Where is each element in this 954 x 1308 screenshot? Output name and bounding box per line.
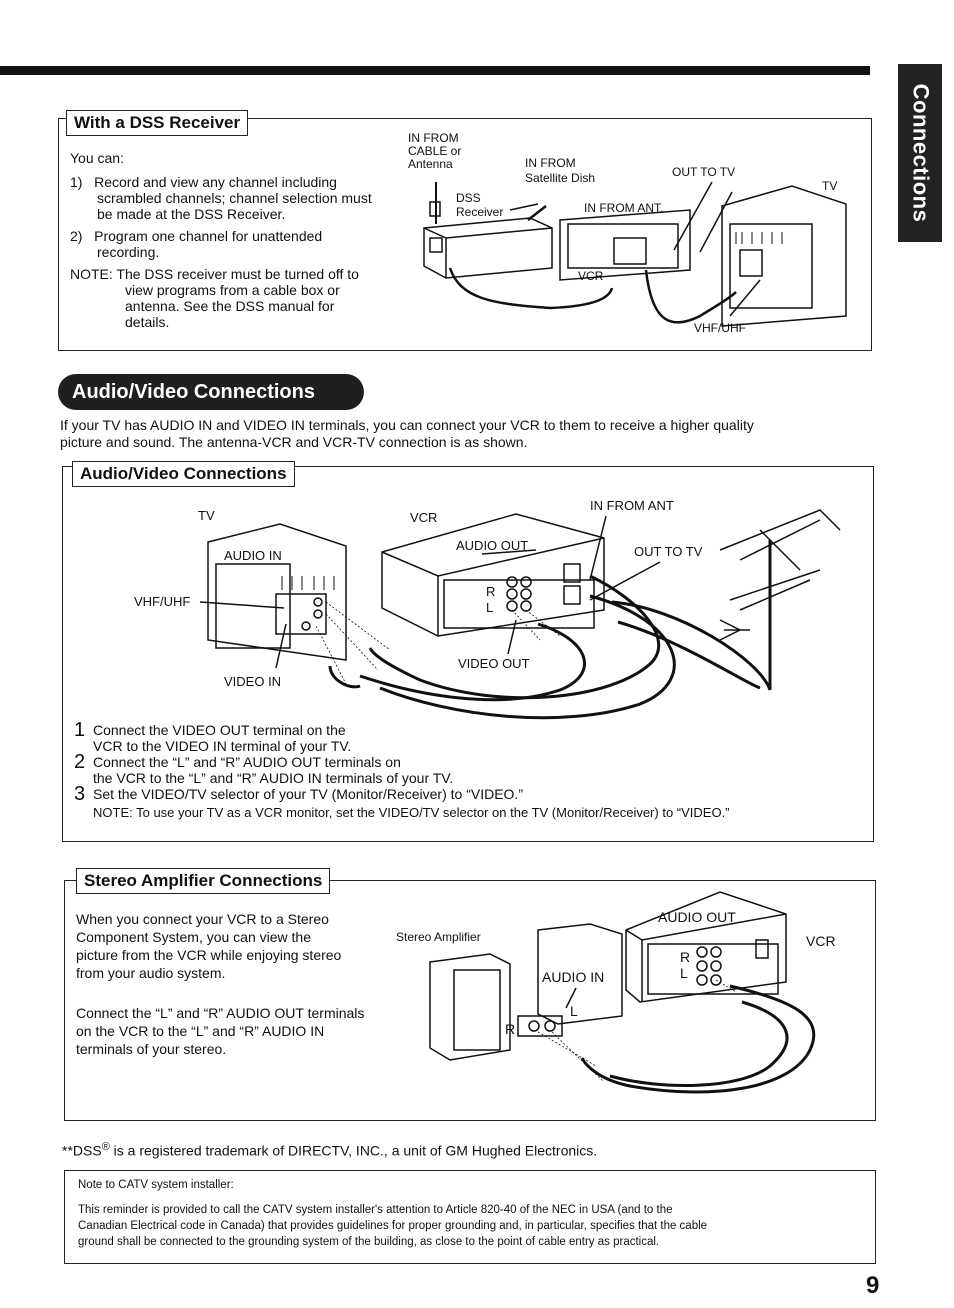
stereo-amplifier-shape xyxy=(537,923,623,1025)
catv-box xyxy=(64,1170,876,1264)
stereo-para-1: When you connect your VCR to a Stereo Co… xyxy=(76,911,342,981)
dss-note-label: NOTE: xyxy=(70,266,113,282)
dss-label-receiver: Receiver xyxy=(456,205,503,219)
stereo-label-audio-in: AUDIO IN xyxy=(542,969,604,985)
top-rule xyxy=(0,66,870,75)
av-step-3-line-1: Set the VIDEO/TV selector of your TV (Mo… xyxy=(93,786,523,802)
av-label-in-from-ant: IN FROM ANT xyxy=(590,498,674,513)
av-step-1-line-1: Connect the VIDEO OUT terminal on the xyxy=(93,722,346,738)
dss-item-2: 2) Program one channel for unattended re… xyxy=(70,228,380,260)
dss-diagram: IN FROM CABLE or Antenna IN FROM Satelli… xyxy=(408,131,847,335)
dss-intro: You can: xyxy=(70,150,124,166)
dss-item-2-text: Program one channel for unattended recor… xyxy=(94,228,323,260)
av-label-out-to-tv: OUT TO TV xyxy=(634,544,703,559)
stereo-box xyxy=(64,880,876,1121)
av-intro-line-1: If your TV has AUDIO IN and VIDEO IN ter… xyxy=(60,417,754,433)
stereo-label-audio-out: AUDIO OUT xyxy=(658,909,736,925)
av-step-2-num: 2 xyxy=(74,751,86,773)
av-step-2-line-2: the VCR to the “L” and “R” AUDIO IN term… xyxy=(93,770,454,786)
stereo-label-vcr: VCR xyxy=(806,933,836,949)
av-step-1: 1 Connect the VIDEO OUT terminal on the … xyxy=(62,719,862,754)
dss-note: NOTE: The DSS receiver must be turned of… xyxy=(70,266,380,330)
catv-line-2: Canadian Electrical code in Canada) that… xyxy=(78,1220,708,1232)
dss-label-in-from-sat-1: IN FROM xyxy=(525,156,576,170)
trademark-reg: ® xyxy=(101,1141,110,1153)
av-label-vhf-uhf: VHF/UHF xyxy=(134,594,190,609)
av-label-tv: TV xyxy=(198,508,215,523)
stereo-vcr-shape xyxy=(625,891,787,1003)
trademark-prefix: **DSS xyxy=(62,1142,102,1159)
dss-list: 1) Record and view any channel including… xyxy=(70,174,380,336)
dss-label-in-from-cable-3: Antenna xyxy=(408,157,453,171)
av-diagram: TV VCR IN FROM ANT AUDIO IN AUDIO OUT OU… xyxy=(134,498,841,720)
av-box-title: Audio/Video Connections xyxy=(72,461,295,487)
dss-item-1-num: 1) xyxy=(70,174,83,190)
av-step-1-line-2: VCR to the VIDEO IN terminal of your TV. xyxy=(93,738,352,754)
av-label-audio-in: AUDIO IN xyxy=(224,548,282,563)
av-step-3: 3 Set the VIDEO/TV selector of your TV (… xyxy=(62,783,862,805)
av-step-1-num: 1 xyxy=(74,719,86,741)
dss-note-text: The DSS receiver must be turned off to v… xyxy=(116,266,359,330)
av-label-video-out: VIDEO OUT xyxy=(458,656,530,671)
dss-tv-shape xyxy=(721,185,847,327)
av-heading: Audio/Video Connections xyxy=(58,374,364,410)
stereo-diagram: Stereo Amplifier AUDIO OUT VCR AUDIO IN … xyxy=(396,891,836,1094)
dss-item-1: 1) Record and view any channel including… xyxy=(70,174,380,222)
dss-label-dss: DSS xyxy=(456,191,481,205)
stereo-title: Stereo Amplifier Connections xyxy=(76,868,331,894)
dss-label-in-from-ant: IN FROM ANT. xyxy=(584,201,663,215)
stereo-label-vcr-l: L xyxy=(680,965,688,981)
dss-label-vcr: VCR xyxy=(578,269,604,283)
trademark-text: is a registered trademark of DIRECTV, IN… xyxy=(109,1142,598,1159)
stereo-speaker-shape xyxy=(429,953,511,1061)
av-step-2: 2 Connect the “L” and “R” AUDIO OUT term… xyxy=(62,751,862,786)
av-note: NOTE: To use your TV as a VCR monitor, s… xyxy=(93,805,730,820)
section-tab-label: Connections xyxy=(908,83,934,223)
av-label-vcr: VCR xyxy=(410,510,437,525)
trademark-line: **DSS® is a registered trademark of DIRE… xyxy=(62,1139,597,1159)
av-step-2-line-1: Connect the “L” and “R” AUDIO OUT termin… xyxy=(93,754,401,770)
stereo-label-vcr-r: R xyxy=(680,949,690,965)
dss-title: With a DSS Receiver xyxy=(66,110,249,136)
stereo-label-l: L xyxy=(570,1003,578,1019)
av-label-r: R xyxy=(486,584,495,599)
catv-line-3: ground shall be connected to the groundi… xyxy=(78,1236,660,1248)
av-label-video-in: VIDEO IN xyxy=(224,674,281,689)
dss-receiver-shape xyxy=(423,217,553,279)
catv-line-1: This reminder is provided to call the CA… xyxy=(78,1204,673,1216)
dss-item-2-num: 2) xyxy=(70,228,83,244)
stereo-label-amplifier: Stereo Amplifier xyxy=(396,930,481,944)
dss-label-in-from-sat-2: Satellite Dish xyxy=(525,171,595,185)
dss-box xyxy=(58,118,872,351)
av-label-audio-out: AUDIO OUT xyxy=(456,538,528,553)
av-box xyxy=(62,466,874,842)
av-label-l: L xyxy=(486,600,493,615)
av-tv-shape xyxy=(207,523,347,661)
dss-label-in-from-cable-2: CABLE or xyxy=(408,144,461,158)
page-number: 9 xyxy=(866,1272,880,1299)
av-step-3-num: 3 xyxy=(74,783,86,805)
section-tab: Connections xyxy=(898,64,942,242)
dss-label-vhf-uhf: VHF/UHF xyxy=(694,321,746,335)
dss-vcr-shape xyxy=(559,209,691,281)
av-intro-line-2: picture and sound. The antenna-VCR and V… xyxy=(60,434,528,450)
av-vcr-shape xyxy=(381,513,605,637)
dss-label-out-to-tv: OUT TO TV xyxy=(672,165,735,179)
dss-item-1-text: Record and view any channel including sc… xyxy=(94,174,372,222)
stereo-para-2: Connect the “L” and “R” AUDIO OUT termin… xyxy=(76,1005,365,1057)
dss-label-in-from-cable-1: IN FROM xyxy=(408,131,459,145)
catv-title: Note to CATV system installer: xyxy=(78,1179,234,1191)
av-steps: 1 Connect the VIDEO OUT terminal on the … xyxy=(62,719,862,820)
dss-label-tv: TV xyxy=(822,179,837,193)
